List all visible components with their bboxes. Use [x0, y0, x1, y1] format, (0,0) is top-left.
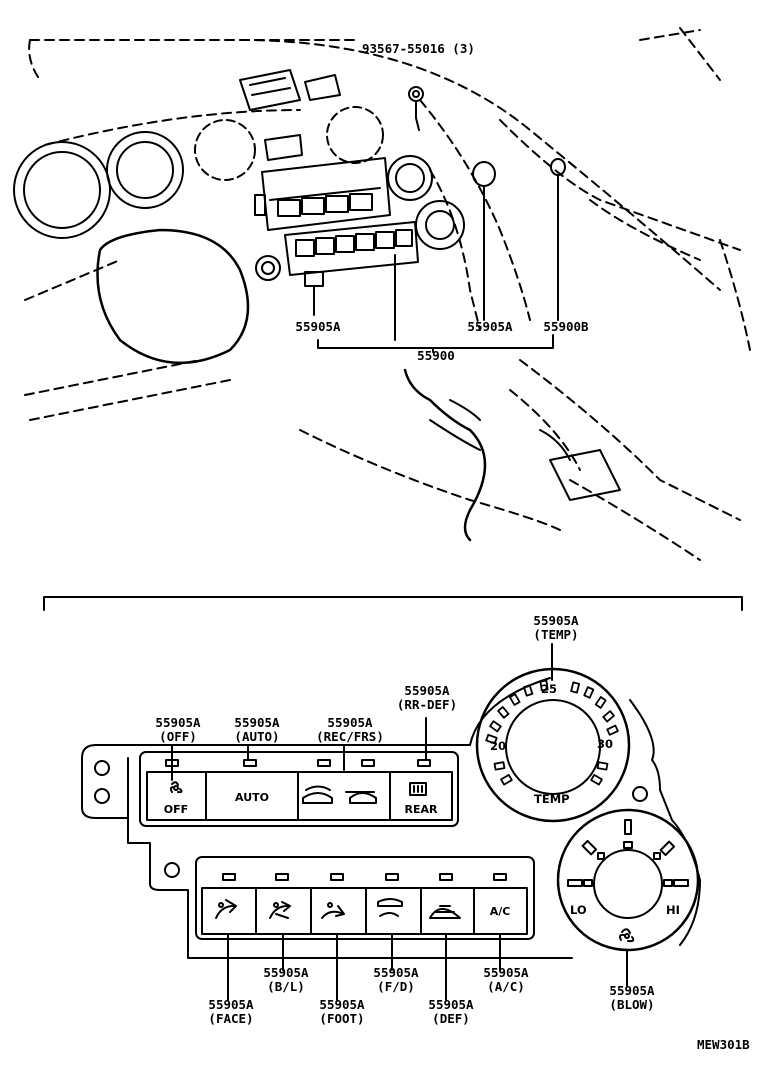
callout-knob-right: 55905A	[467, 319, 513, 334]
auto-button-label: AUTO	[235, 791, 269, 804]
blower-high-label: HI	[666, 903, 680, 917]
callout-off-part: 55905A	[155, 715, 201, 730]
callout-bl-part: 55905A	[263, 965, 309, 980]
diagram-code: MEW301B	[697, 1037, 750, 1052]
callout-temp-name: (TEMP)	[533, 627, 579, 642]
blower-low-label: LO	[570, 903, 587, 917]
callout-blow-name: (BLOW)	[609, 997, 655, 1012]
callout-auto-part: 55905A	[234, 715, 280, 730]
callout-fd-part: 55905A	[373, 965, 419, 980]
callout-face-name: (FACE)	[208, 1011, 254, 1026]
off-button-label: OFF	[163, 803, 189, 816]
temp-dial-label: TEMP	[534, 792, 570, 806]
callout-def-part: 55905A	[428, 997, 474, 1012]
callout-assembly: 55900	[417, 348, 455, 363]
callout-recfrs-name: (REC/FRS)	[316, 729, 384, 744]
temp-mark-20: 20	[490, 739, 507, 753]
callout-fd-name: (F/D)	[377, 979, 415, 994]
callout-knob-small: 55900B	[543, 319, 589, 334]
callout-blow-part: 55905A	[609, 983, 655, 998]
callout-off-name: (OFF)	[159, 729, 197, 744]
callout-rrdef-part: 55905A	[404, 683, 450, 698]
callout-bl-name: (B/L)	[267, 979, 305, 994]
callout-temp-part: 55905A	[533, 613, 579, 628]
ac-button-label: A/C	[489, 905, 511, 918]
callout-def-name: (DEF)	[432, 1011, 470, 1026]
temp-mark-25: 25	[541, 682, 558, 696]
callout-rrdef-name: (RR-DEF)	[396, 697, 458, 712]
callout-foot-name: (FOOT)	[319, 1011, 365, 1026]
control-panel-drawing	[81, 643, 701, 1001]
callout-ac-part: 55905A	[483, 965, 529, 980]
temp-mark-30: 30	[597, 737, 614, 751]
callout-ac-name: (A/C)	[487, 979, 525, 994]
dashboard-view	[13, 27, 751, 561]
callout-knob-left: 55905A	[295, 319, 341, 334]
callout-foot-part: 55905A	[319, 997, 365, 1012]
callout-face-part: 55905A	[208, 997, 254, 1012]
callout-screw: 93567-55016 (3)	[362, 41, 475, 56]
callout-recfrs-part: 55905A	[327, 715, 373, 730]
callout-auto-name: (AUTO)	[234, 729, 280, 744]
rear-button-label: REAR	[404, 803, 438, 816]
